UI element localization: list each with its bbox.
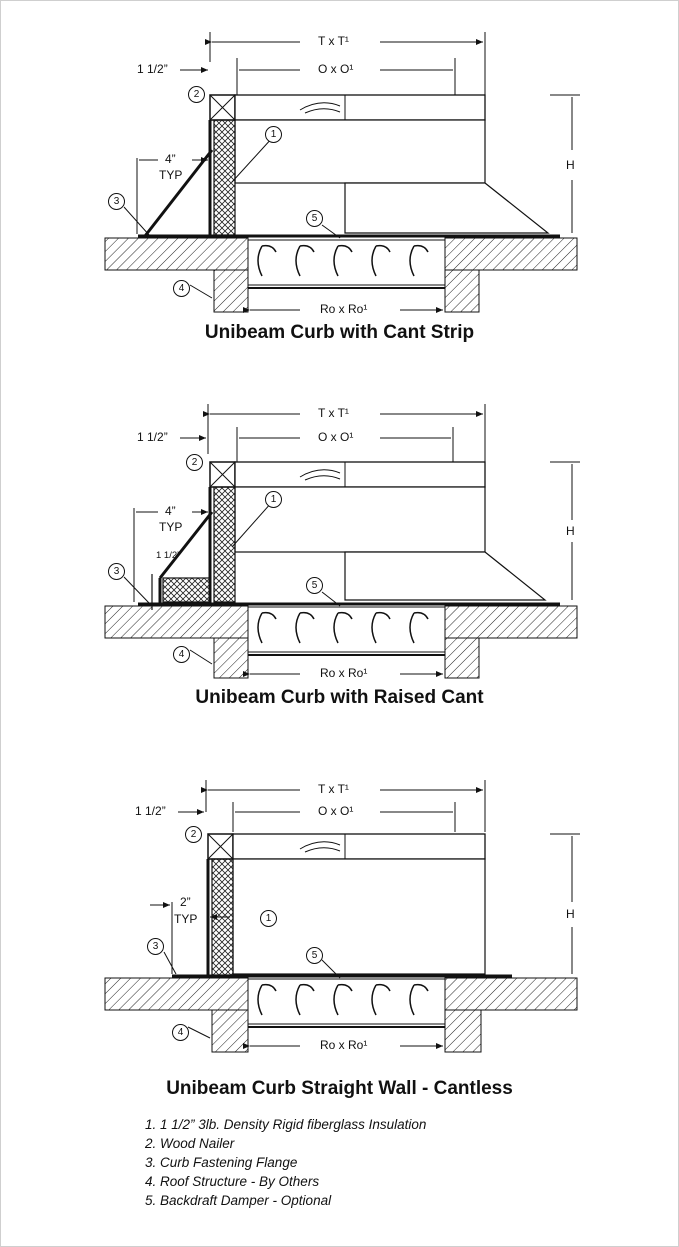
callout-2: 2 <box>185 826 202 843</box>
diagram-caption: Unibeam Curb with Raised Cant <box>195 687 484 708</box>
callout-5: 5 <box>306 577 323 594</box>
curb-drawing <box>104 404 580 679</box>
dim-height: H <box>566 158 575 172</box>
dim-nailer-width: 1 1/2” <box>135 804 166 818</box>
dim-outer: T x T¹ <box>318 782 349 796</box>
dim-outer: T x T¹ <box>318 406 349 420</box>
callout-4: 4 <box>172 1024 189 1041</box>
dim-roof-opening: Ro x Ro¹ <box>320 302 368 316</box>
dim-height: H <box>566 524 575 538</box>
dim-cant: 2” <box>180 895 191 909</box>
dim-cant: 4” <box>165 504 176 518</box>
diagram-caption: Unibeam Curb with Cant Strip <box>204 322 475 343</box>
callout-4: 4 <box>173 280 190 297</box>
dim-raise: 1 1/2” <box>156 550 181 561</box>
callout-1: 1 <box>265 126 282 143</box>
note-item: 5. Backdraft Damper - Optional <box>145 1193 332 1208</box>
curb-drawing <box>104 32 580 313</box>
note-item: 2. Wood Nailer <box>145 1136 235 1151</box>
callout-4: 4 <box>173 646 190 663</box>
diagram-raised-cant: T x T¹ O x O¹ 1 1/2” 4” TYP 1 1/2” H Ro … <box>0 392 679 712</box>
legend-notes: 1. 1 1/2” 3lb. Density Rigid fiberglass … <box>145 1115 426 1210</box>
dim-roof-opening: Ro x Ro¹ <box>320 666 368 680</box>
dim-cant-typ: TYP <box>174 912 198 926</box>
diagram-cant-strip: T x T¹ O x O¹ 1 1/2” 4” TYP H Ro x Ro¹ 1… <box>0 0 679 343</box>
dim-opening: O x O¹ <box>318 62 354 76</box>
note-item: 3. Curb Fastening Flange <box>145 1155 298 1170</box>
callout-5: 5 <box>306 947 323 964</box>
dim-nailer-width: 1 1/2” <box>137 430 168 444</box>
callout-2: 2 <box>186 454 203 471</box>
callout-1: 1 <box>265 491 282 508</box>
callout-3: 3 <box>147 938 164 955</box>
dim-cant-typ: TYP <box>159 520 183 534</box>
callout-3: 3 <box>108 563 125 580</box>
note-item: 1. 1 1/2” 3lb. Density Rigid fiberglass … <box>145 1117 427 1132</box>
callout-5: 5 <box>306 210 323 227</box>
dim-nailer-width: 1 1/2” <box>137 62 168 76</box>
dim-roof-opening: Ro x Ro¹ <box>320 1038 368 1052</box>
callout-2: 2 <box>188 86 205 103</box>
dim-opening: O x O¹ <box>318 804 354 818</box>
dim-outer: T x T¹ <box>318 34 349 48</box>
diagram-caption: Unibeam Curb Straight Wall - Cantless <box>166 1078 513 1099</box>
dim-opening: O x O¹ <box>318 430 354 444</box>
dim-cant-typ: TYP <box>159 168 183 182</box>
diagram-straight-wall: T x T¹ O x O¹ 1 1/2” 2” TYP H Ro x Ro¹ 1… <box>0 762 679 1099</box>
note-item: 4. Roof Structure - By Others <box>145 1174 320 1189</box>
callout-1: 1 <box>260 910 277 927</box>
curb-drawing <box>104 780 580 1053</box>
dim-height: H <box>566 907 575 921</box>
dim-cant: 4” <box>165 152 176 166</box>
callout-3: 3 <box>108 193 125 210</box>
